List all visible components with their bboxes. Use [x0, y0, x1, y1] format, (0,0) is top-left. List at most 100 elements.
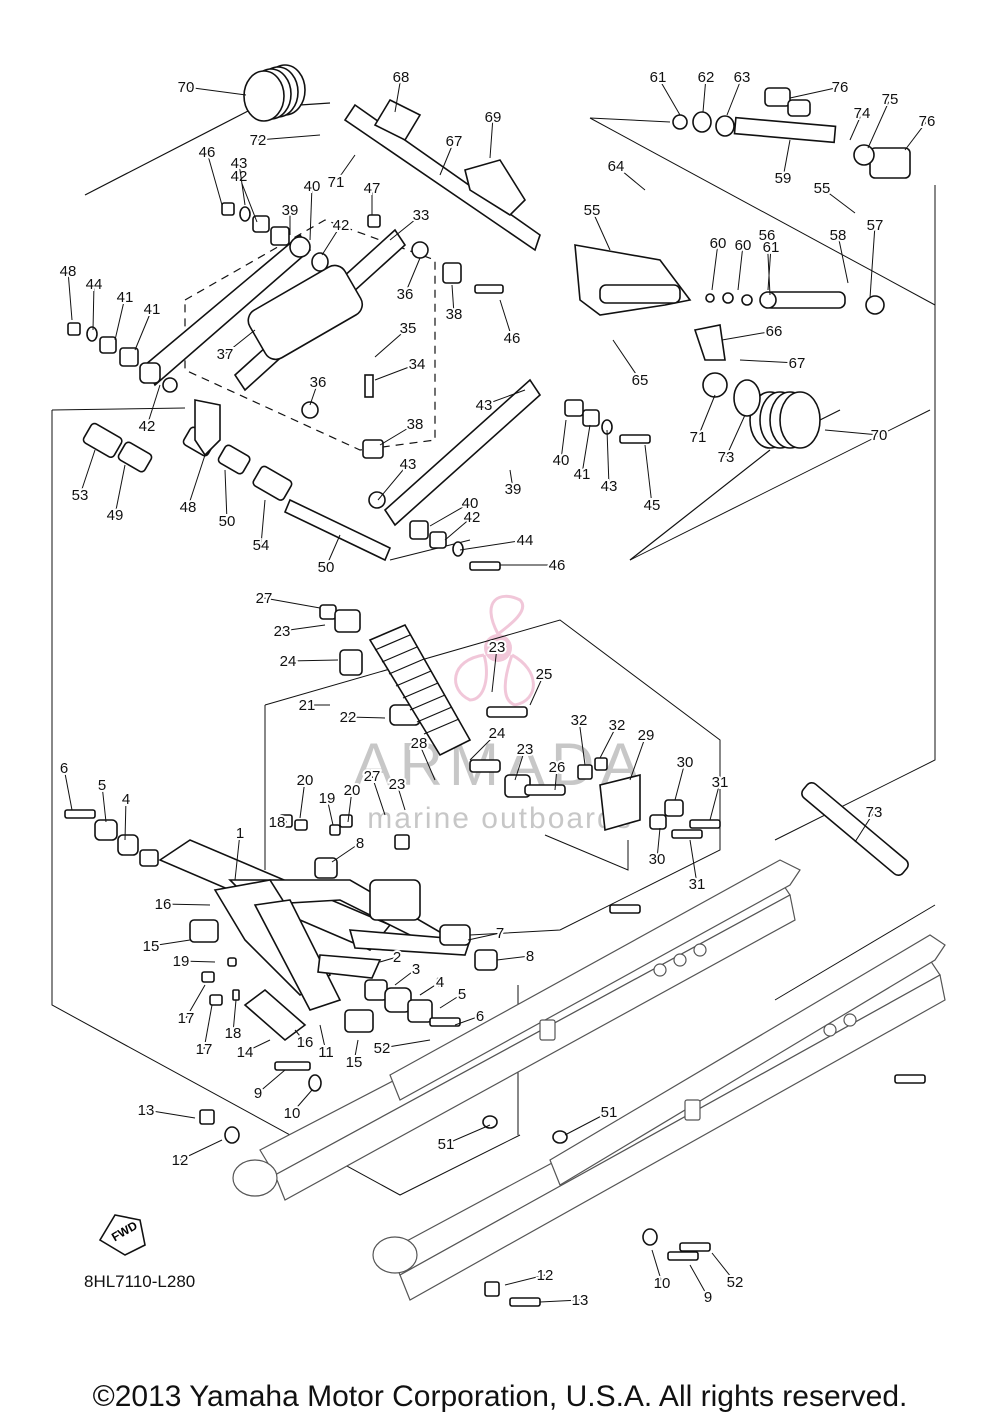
callout-leader [651, 1249, 663, 1284]
callout-number: 48 [180, 499, 197, 516]
front-arm [64, 809, 498, 1256]
callout-leader [326, 797, 334, 826]
callout-leader [657, 76, 681, 116]
callout-number: 22 [340, 709, 357, 726]
callout-number: 63 [734, 69, 751, 86]
callout-leader [821, 187, 856, 214]
callout-number: 50 [318, 559, 335, 576]
callout-leader [867, 98, 891, 149]
callout-number: 45 [644, 497, 661, 514]
callout-number: 9 [254, 1085, 262, 1102]
callout-leader [331, 842, 361, 863]
rear-shock [319, 604, 721, 839]
callout-leader [539, 1299, 581, 1303]
assembly-outlines [51, 117, 936, 1196]
callout-leader [491, 646, 498, 693]
callout-number: 76 [832, 79, 849, 96]
callout-leader [203, 1004, 213, 1050]
callout-number: 62 [698, 69, 715, 86]
callout-leader [499, 299, 513, 339]
watermark-logo [454, 594, 535, 707]
callout-number: 6 [476, 1008, 484, 1025]
callout-number: 60 [710, 235, 727, 252]
callout-number: 49 [107, 507, 124, 524]
callout-number: 38 [446, 306, 463, 323]
slide-rail-right [372, 934, 946, 1301]
callout-leader [606, 429, 610, 487]
callout-number: 11 [318, 1044, 334, 1061]
callout-leader [560, 419, 567, 461]
callout-number: 41 [574, 466, 591, 483]
callout-number: 40 [553, 452, 570, 469]
callout-number: 7 [496, 925, 504, 942]
rear-pivot-shaft [343, 98, 541, 252]
callout-leader [232, 999, 237, 1034]
callout-number: 18 [225, 1025, 242, 1042]
callout-number: 5 [458, 986, 466, 1003]
callout-number: 4 [122, 791, 130, 808]
callout-number: 42 [464, 509, 481, 526]
callout-number: 43 [601, 478, 618, 495]
callout-leader [379, 956, 398, 963]
callout-leader [509, 469, 514, 490]
callout-number: 2 [393, 949, 401, 966]
callout-leader [514, 748, 526, 781]
callout-number: 68 [393, 69, 410, 86]
callout-leader [454, 1015, 481, 1026]
rear-arm-bracket [574, 244, 885, 417]
callout-number: 21 [299, 697, 316, 714]
callout-number: 69 [485, 109, 502, 126]
callout-number: 4 [436, 974, 444, 991]
callout-leader [702, 76, 707, 113]
callout-number: 10 [654, 1275, 671, 1292]
callout-leader [869, 224, 876, 299]
callout-number: 15 [143, 938, 160, 955]
callout-leader [725, 414, 746, 458]
upper-links [144, 228, 542, 527]
callout-number: 55 [584, 202, 601, 219]
callout-leader [299, 779, 306, 819]
callout-leader [444, 516, 473, 541]
callout-leader [377, 463, 409, 501]
callout-number: 50 [219, 513, 236, 530]
callout-number: 65 [632, 372, 649, 389]
callout-leader [739, 359, 798, 364]
callout-number: 1 [236, 825, 244, 842]
callout-leader [287, 659, 339, 662]
callout-number: 12 [172, 1152, 189, 1169]
callout-number: 60 [735, 237, 752, 254]
callout-leader [824, 429, 880, 436]
callout-number: 43 [400, 456, 417, 473]
callout-number: 32 [609, 717, 626, 734]
callout-leader [67, 270, 73, 321]
callout-leader [187, 454, 206, 508]
callout-leader [394, 968, 417, 986]
callout-number: 44 [86, 276, 103, 293]
callout-leader [180, 960, 216, 963]
callout-number: 42 [139, 418, 156, 435]
callout-leader [418, 742, 436, 781]
callout-number: 29 [638, 727, 655, 744]
callout-leader [709, 781, 721, 821]
callout-leader [697, 394, 716, 438]
upper-right-shafts [672, 87, 911, 179]
callout-leader [114, 464, 126, 516]
callout-number: 61 [763, 239, 780, 256]
callout-number: 57 [867, 217, 884, 234]
callout-leader [469, 732, 498, 761]
callout-number: 48 [60, 263, 77, 280]
callout-leader [904, 120, 928, 151]
callout-number: 66 [766, 323, 783, 340]
callout-number: 73 [718, 449, 735, 466]
callout-number: 8 [356, 835, 364, 852]
callout-leader [711, 242, 719, 291]
callout-number: 19 [319, 790, 336, 807]
callout-leader [335, 154, 356, 183]
callout-number: 76 [919, 113, 936, 130]
callout-number: 13 [572, 1292, 589, 1309]
callout-number: 36 [310, 374, 327, 391]
callout-leader [467, 932, 501, 941]
callout-number: 31 [712, 774, 729, 791]
callout-leader [347, 716, 386, 719]
